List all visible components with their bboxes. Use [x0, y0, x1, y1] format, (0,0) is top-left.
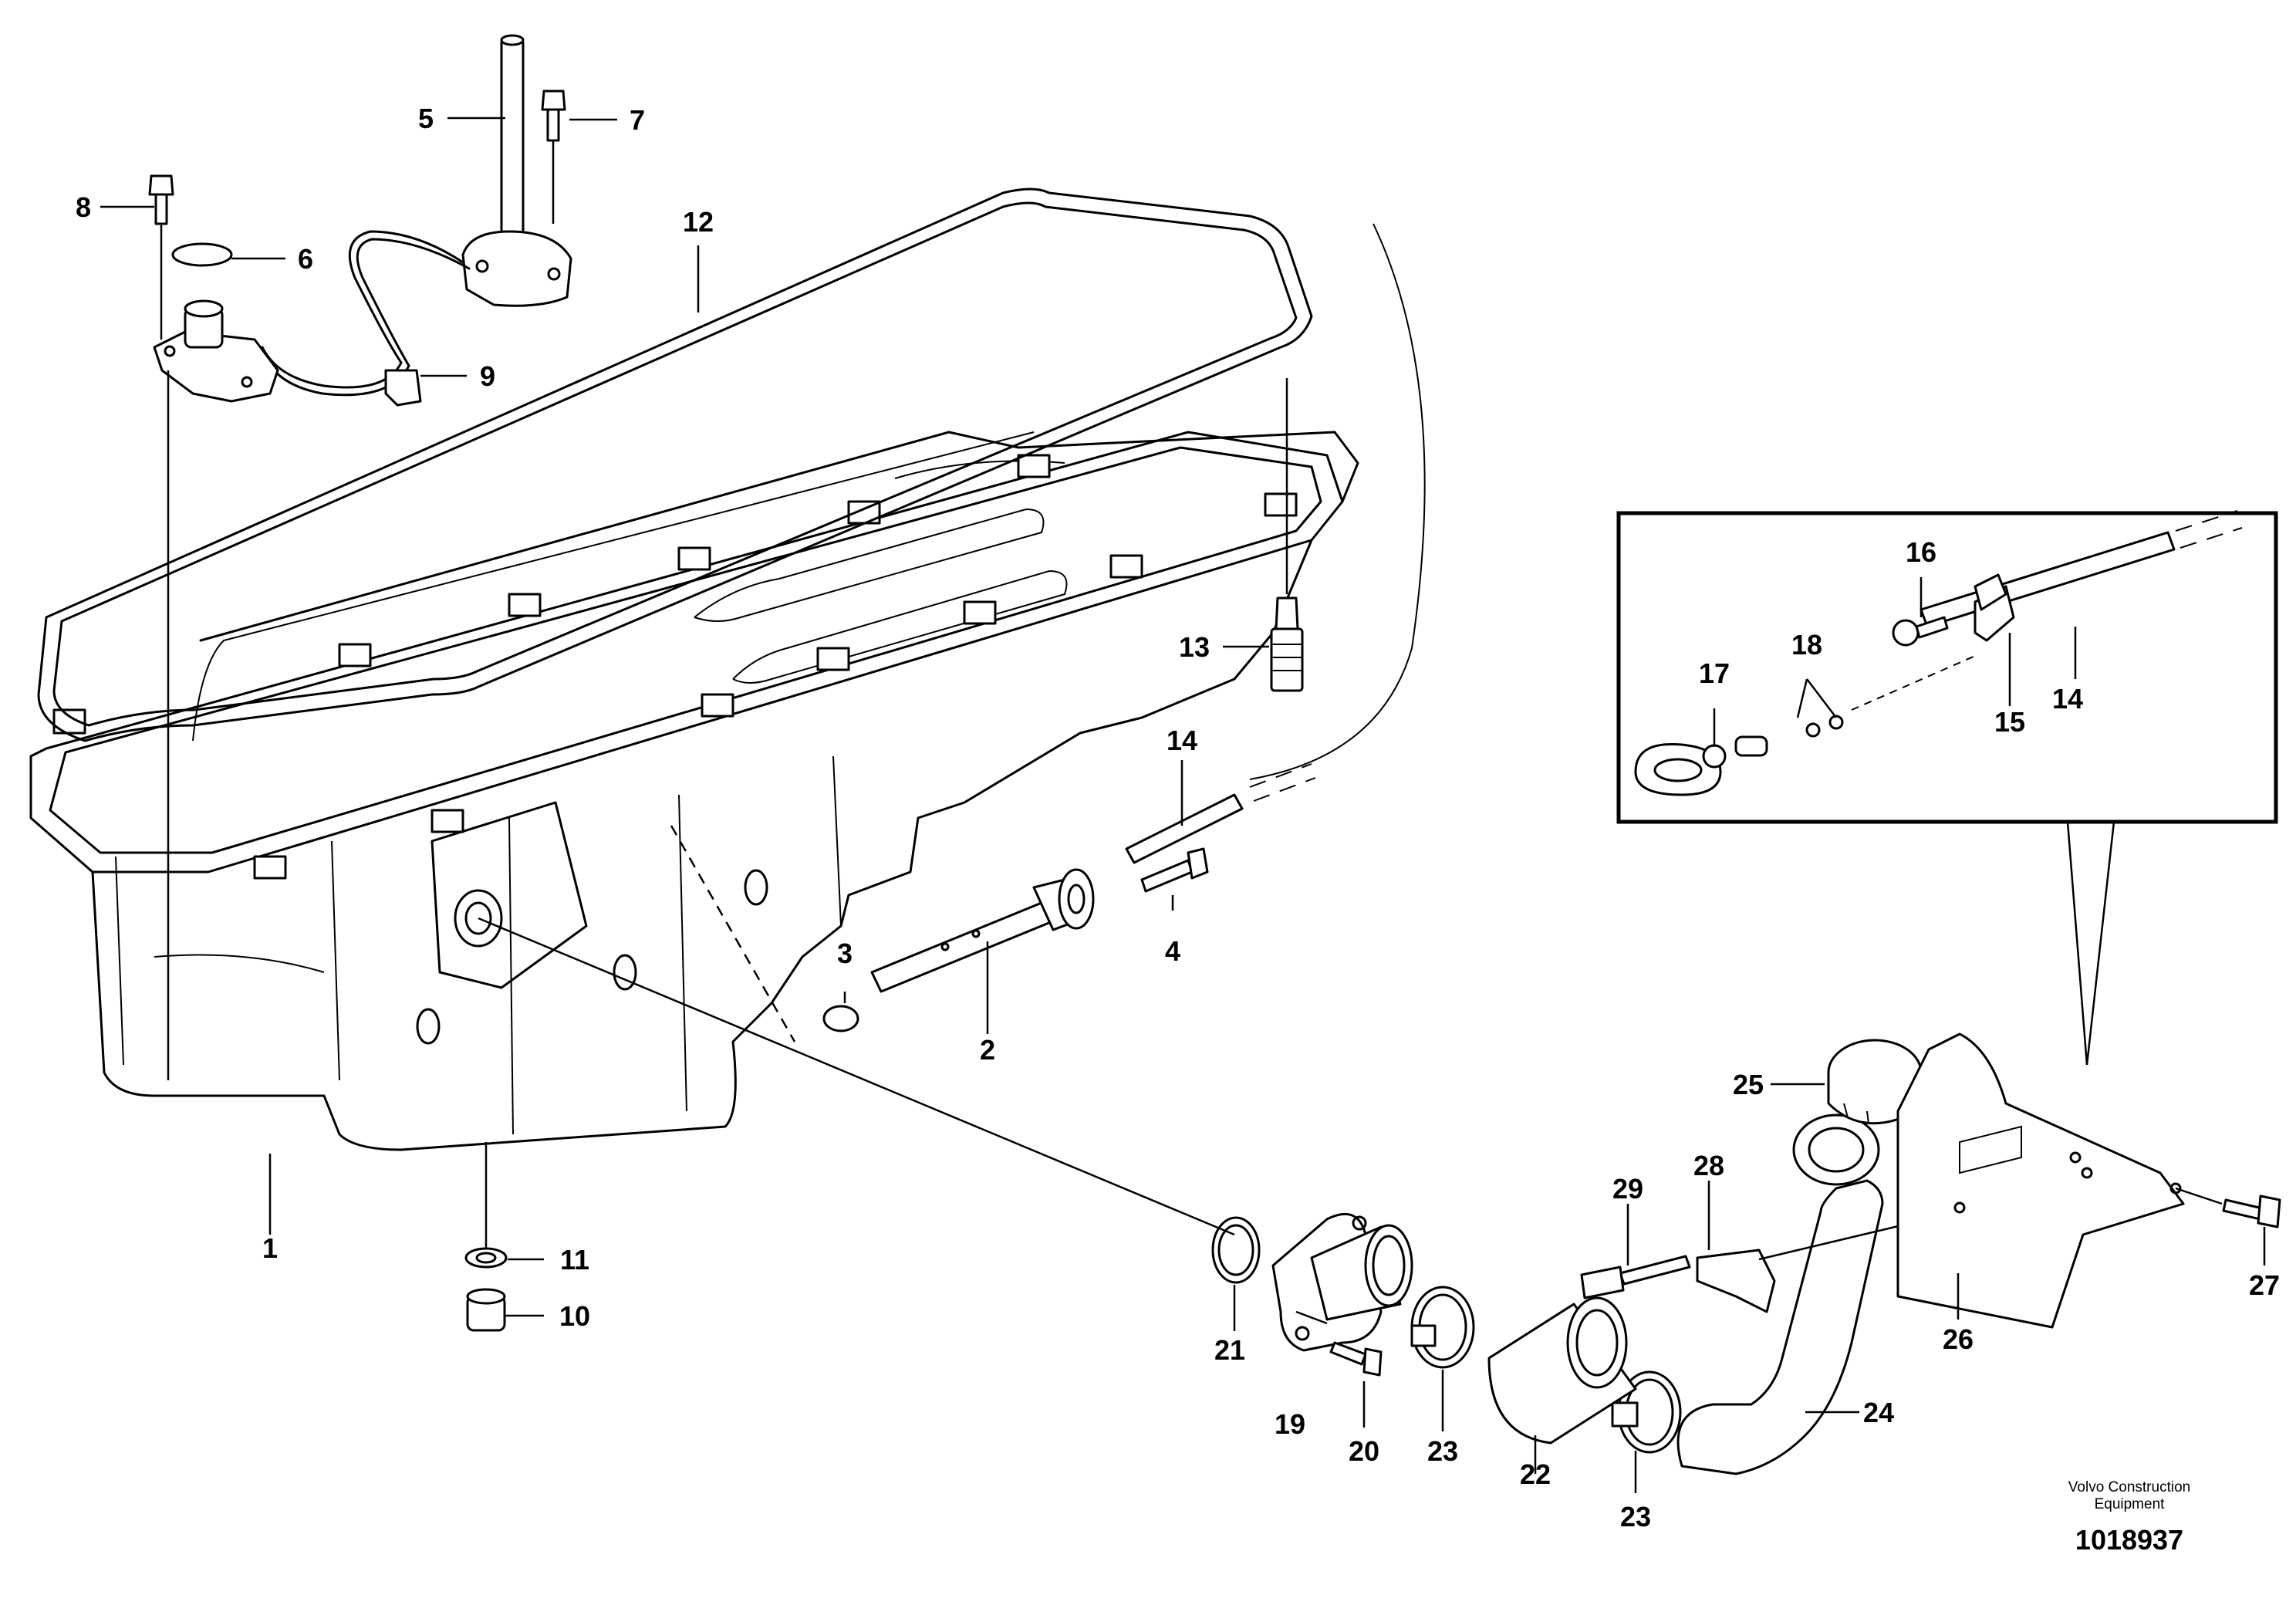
drain-plug-13 [1270, 378, 1304, 692]
callout-12: 12 [683, 206, 714, 238]
callout-23-left: 23 [1427, 1435, 1458, 1467]
document-number: 1018937 [2075, 1524, 2183, 1556]
callout-6: 6 [298, 243, 313, 275]
dipstick-tube [822, 763, 1316, 1032]
callout-3: 3 [837, 938, 853, 969]
callout-9: 9 [480, 360, 495, 392]
callout-21: 21 [1214, 1334, 1245, 1366]
callout-7: 7 [630, 104, 645, 136]
callout-26: 26 [1943, 1323, 1974, 1355]
callout-24: 24 [1863, 1397, 1894, 1428]
callout-27: 27 [2249, 1269, 2280, 1301]
port-leader [478, 917, 1235, 1236]
callout-1: 1 [262, 1232, 278, 1264]
callout-23-right: 23 [1620, 1501, 1651, 1532]
oil-pan-gasket [37, 188, 1313, 742]
callout-4: 4 [1165, 935, 1180, 967]
callout-18: 18 [1791, 629, 1822, 661]
filler-assembly [1211, 1032, 2281, 1475]
callout-29: 29 [1612, 1173, 1643, 1205]
callout-14-main: 14 [1167, 725, 1197, 756]
dashed-connector [670, 825, 796, 1042]
callout-17: 17 [1699, 657, 1730, 689]
callout-leaders [100, 117, 2266, 1493]
oil-pan [29, 431, 1359, 1151]
callout-labels: 1 2 3 4 5 6 7 8 9 10 11 12 13 14 14 15 1… [76, 103, 2280, 1532]
callout-10: 10 [559, 1300, 590, 1332]
callout-2: 2 [980, 1034, 995, 1066]
callout-11: 11 [560, 1244, 589, 1276]
brand-line-2: Equipment [2095, 1496, 2166, 1512]
detail-inset [1616, 510, 2278, 1066]
footer-block: Volvo Construction Equipment 1018937 [2068, 1479, 2190, 1556]
brand-line-1: Volvo Construction [2068, 1479, 2190, 1495]
callout-16: 16 [1906, 536, 1936, 568]
callout-14-detail: 14 [2052, 683, 2083, 715]
callout-19: 19 [1275, 1408, 1305, 1440]
drain-plug-10 [464, 1142, 508, 1332]
callout-28: 28 [1693, 1150, 1724, 1181]
callout-8: 8 [76, 191, 91, 223]
callout-22: 22 [1520, 1458, 1551, 1490]
callout-25: 25 [1733, 1069, 1764, 1100]
reference-arc [1249, 223, 1426, 780]
callout-20: 20 [1349, 1435, 1379, 1467]
callout-15: 15 [1994, 706, 2025, 738]
flange-bosses [52, 454, 1298, 880]
callout-5: 5 [418, 103, 434, 134]
callout-13: 13 [1179, 631, 1210, 663]
oil-level-sensor [148, 34, 572, 1080]
